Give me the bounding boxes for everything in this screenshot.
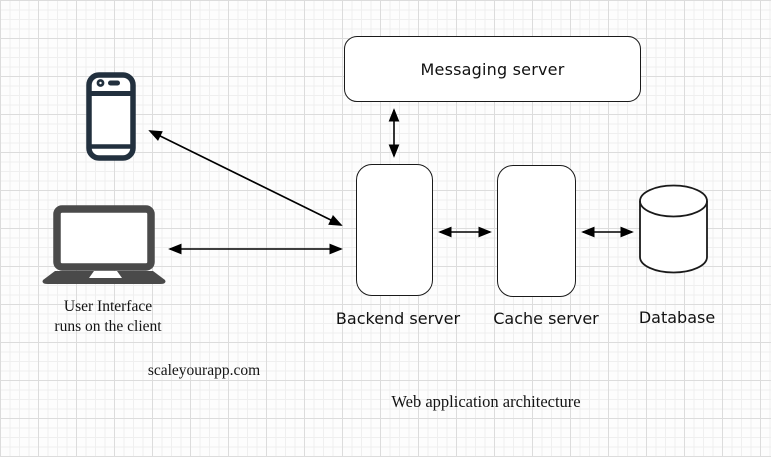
messaging-server-label: Messaging server (420, 59, 565, 79)
client-caption: User Interface runs on the client (27, 297, 189, 336)
client-caption-line1: User Interface (63, 298, 153, 315)
arrow-smartphone-backend (148, 130, 343, 226)
cache-server-box (497, 165, 576, 297)
client-caption-line2: runs on the client (54, 317, 162, 335)
cache-server-label: Cache server (493, 309, 599, 328)
messaging-server-box: Messaging server (344, 36, 641, 102)
database-cylinder (639, 184, 708, 274)
laptop-icon (42, 205, 166, 284)
smartphone-icon (86, 72, 136, 161)
database-label: Database (638, 308, 716, 327)
backend-server-box (356, 164, 433, 296)
edges (148, 108, 634, 255)
backend-server-label: Backend server (335, 309, 461, 328)
diagram-title: Web application architecture (391, 392, 581, 411)
watermark-text: scaleyourapp.com (147, 362, 261, 379)
